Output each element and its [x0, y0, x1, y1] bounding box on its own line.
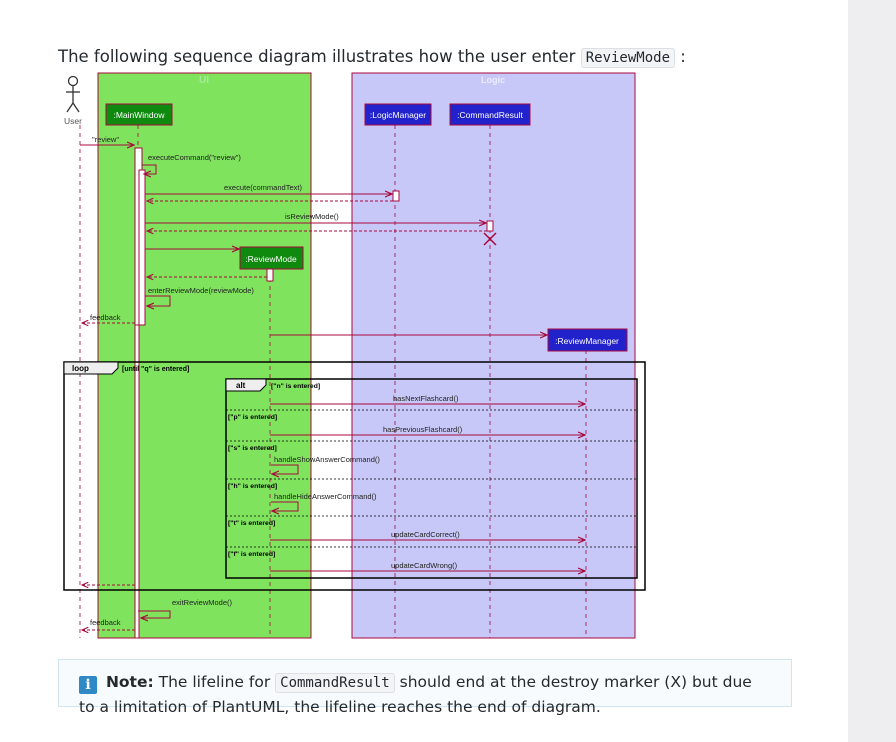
label-has-next: hasNextFlashcard() — [393, 394, 459, 403]
participant-reviewmode: :ReviewMode — [245, 254, 297, 264]
label-execute-command: executeCommand("review") — [148, 153, 241, 162]
intro-code: ReviewMode — [580, 48, 676, 68]
label-handle-hide: handleHideAnswerCommand() — [274, 492, 377, 501]
guard-p: ["p" is entered] — [228, 414, 277, 421]
intro-paragraph: The following sequence diagram illustrat… — [58, 47, 686, 68]
alt-label: alt — [236, 381, 246, 390]
user-actor-icon — [66, 75, 80, 113]
label-enter-review-mode: enterReviewMode(reviewMode) — [148, 286, 254, 295]
label-feedback-end: feedback — [90, 618, 121, 627]
label-feedback: feedback — [90, 313, 121, 322]
alt-tag — [225, 378, 267, 392]
alt-fragment — [225, 378, 638, 579]
arrow-enter-review-mode — [145, 295, 171, 306]
activation-mainwindow-inner — [138, 169, 146, 326]
logic-box — [351, 72, 636, 639]
label-execute: execute(commandText) — [224, 183, 302, 192]
participant-mainwindow: :MainWindow — [113, 110, 165, 120]
loop-label: loop — [72, 364, 89, 373]
note-label: Note: — [105, 673, 154, 691]
arrow-exit-review-mode — [138, 610, 171, 618]
guard-h: ["h" is entered] — [228, 483, 277, 490]
info-icon: i — [79, 676, 97, 694]
activation-mainwindow-loop — [134, 324, 140, 639]
participant-user: User — [64, 116, 82, 126]
ui-box — [97, 72, 312, 639]
participant-reviewmanager: :ReviewManager — [555, 336, 619, 346]
arrow-handle-show — [271, 464, 299, 474]
label-exit-review-mode: exitReviewMode() — [172, 598, 233, 607]
loop-tag — [63, 361, 119, 375]
arrow-execute-command — [142, 164, 157, 174]
arrow-handle-hide — [271, 501, 299, 511]
note-code: CommandResult — [275, 673, 395, 693]
guard-t: ["t" is entered] — [228, 520, 275, 527]
guard-n: ["n" is entered] — [271, 383, 320, 390]
label-update-wrong: updateCardWrong() — [391, 561, 458, 570]
activation-logicmanager — [392, 190, 400, 202]
ui-box-title: UI — [199, 75, 209, 86]
label-review: "review" — [92, 135, 119, 144]
note-admonition: i Note: The lifeline for CommandResult s… — [58, 659, 792, 716]
participant-logicmanager-box — [364, 103, 432, 126]
note-text-before: The lifeline for — [158, 673, 271, 691]
loop-guard: [until "q" is entered] — [122, 366, 189, 373]
destroy-marker-icon — [483, 232, 497, 246]
guard-s: ["s" is entered] — [228, 445, 277, 452]
guard-f: ["f" is entered] — [228, 551, 275, 558]
label-update-correct: updateCardCorrect() — [391, 530, 460, 539]
activation-commandresult — [486, 220, 494, 232]
label-has-previous: hasPreviousFlashcard() — [383, 425, 463, 434]
page: The following sequence diagram illustrat… — [0, 0, 848, 742]
intro-text: The following sequence diagram illustrat… — [58, 47, 576, 66]
participant-commandresult: :CommandResult — [457, 110, 523, 120]
intro-suffix: : — [680, 47, 686, 66]
label-is-review-mode: isReviewMode() — [285, 212, 339, 221]
loop-fragment — [63, 361, 646, 591]
logic-box-title: Logic — [481, 75, 505, 85]
activation-reviewmode — [266, 268, 274, 282]
participant-commandresult-box — [449, 103, 531, 126]
note-text-after: should end at the destroy marker (X) but… — [79, 673, 752, 716]
participant-logicmanager: :LogicManager — [370, 110, 426, 120]
participant-reviewmanager-box — [547, 328, 628, 352]
participant-mainwindow-box — [105, 103, 173, 126]
sequence-diagram: UI Logic User :MainWindow :LogicManager … — [63, 72, 646, 639]
label-handle-show: handleShowAnswerCommand() — [274, 455, 380, 464]
